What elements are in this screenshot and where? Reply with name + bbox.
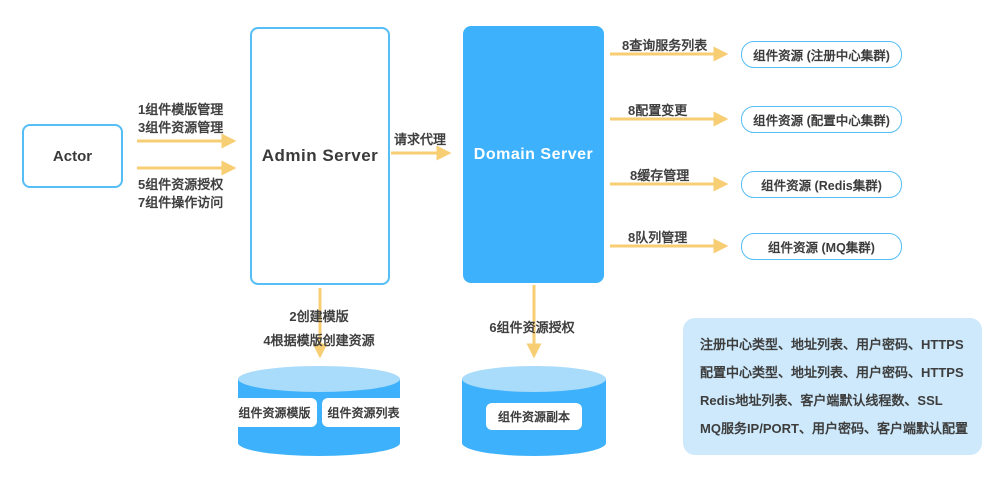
cluster-redis: 组件资源 (Redis集群): [741, 171, 902, 198]
flow-label-create-resource: 4根据模版创建资源: [263, 333, 375, 348]
flow-label-query-service-list: 8查询服务列表: [622, 38, 708, 53]
flow-label-request-proxy: 请求代理: [394, 132, 447, 147]
cylinder-bottom: [238, 430, 400, 456]
cluster-registry-center: 组件资源 (注册中心集群): [741, 41, 902, 68]
flow-label-resource-authorize-down: 6组件资源授权: [489, 320, 575, 335]
cluster-mq: 组件资源 (MQ集群): [741, 233, 902, 260]
db-chip-resource-replica: 组件资源副本: [485, 403, 582, 430]
cluster-mq-label: 组件资源 (MQ集群): [768, 241, 875, 255]
db-chip-resource-template: 组件资源模版: [232, 398, 317, 427]
domain-server-label: Domain Server: [473, 145, 594, 163]
flow-label-queue-manage: 8队列管理: [628, 230, 688, 245]
cluster-config-center: 组件资源 (配置中心集群): [741, 106, 902, 133]
actor-label: Actor: [52, 147, 93, 165]
flow-label-resource-authorize: 5组件资源授权 7组件操作访问: [138, 177, 224, 210]
info-line-config: 配置中心类型、地址列表、用户密码、HTTPS: [700, 365, 964, 380]
cylinder-top: [462, 366, 606, 392]
info-line-registry: 注册中心类型、地址列表、用户密码、HTTPS: [700, 337, 964, 352]
info-line-redis: Redis地址列表、客户端默认线程数、SSL: [700, 393, 943, 408]
actor-node: Actor: [22, 124, 123, 188]
admin-db-cylinder: 组件资源模版 组件资源列表: [232, 366, 406, 456]
cluster-registry-label: 组件资源 (注册中心集群): [753, 49, 890, 63]
db-chip-resource-list: 组件资源列表: [321, 398, 406, 427]
flow-label-create-template: 2创建模版: [289, 309, 349, 324]
flow-label-template-manage: 1组件模版管理 3组件资源管理: [138, 102, 224, 135]
domain-db-cylinder: 组件资源副本: [462, 366, 606, 456]
cylinder-top: [238, 366, 400, 392]
flow-label-cache-manage: 8缓存管理: [630, 168, 690, 183]
domain-server-node: Domain Server: [463, 26, 604, 283]
cluster-config-label: 组件资源 (配置中心集群): [753, 114, 890, 128]
config-info-box: 注册中心类型、地址列表、用户密码、HTTPS 配置中心类型、地址列表、用户密码、…: [683, 318, 982, 455]
flow-label-config-change: 8配置变更: [628, 103, 688, 118]
cylinder-bottom: [462, 430, 606, 456]
cluster-redis-label: 组件资源 (Redis集群): [761, 179, 882, 193]
admin-server-node: Admin Server: [250, 27, 390, 285]
admin-server-label: Admin Server: [261, 146, 379, 165]
info-line-mq: MQ服务IP/PORT、用户密码、客户端默认配置: [700, 421, 968, 436]
